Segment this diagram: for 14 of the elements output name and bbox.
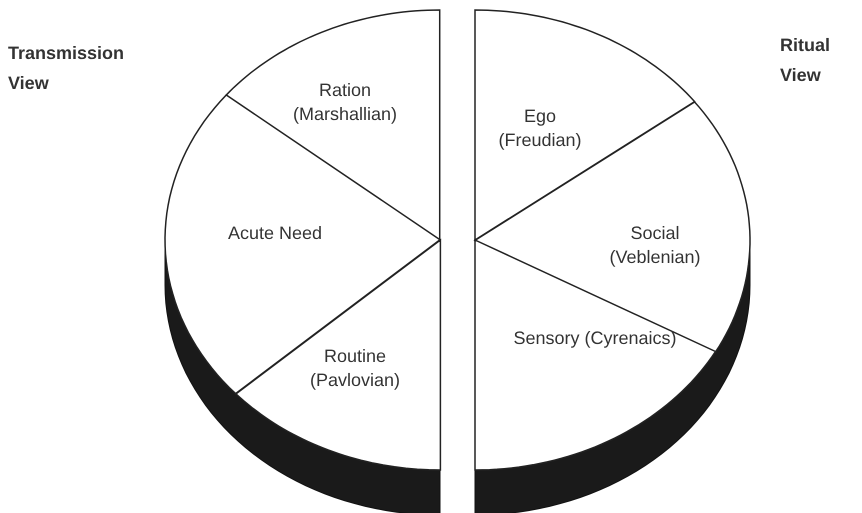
view-heading: Transmission View — [8, 42, 126, 95]
slice-label: Routine (Pavlovian) — [308, 345, 401, 392]
slice-label: Acute Need — [226, 222, 324, 245]
pie-slice — [165, 95, 440, 394]
slice-label: Ego (Freudian) — [497, 105, 583, 152]
pie-slice — [236, 240, 440, 470]
slice-label: Ration (Marshallian) — [292, 79, 398, 126]
pie-slice — [475, 240, 716, 470]
view-heading: Ritual View — [780, 34, 832, 87]
slice-label: Social (Veblenian) — [608, 222, 702, 269]
pie-slice — [475, 102, 750, 352]
slice-label: Sensory (Cyrenaics) — [512, 327, 678, 350]
pie-slice — [475, 10, 695, 240]
pie-slice — [226, 10, 440, 240]
